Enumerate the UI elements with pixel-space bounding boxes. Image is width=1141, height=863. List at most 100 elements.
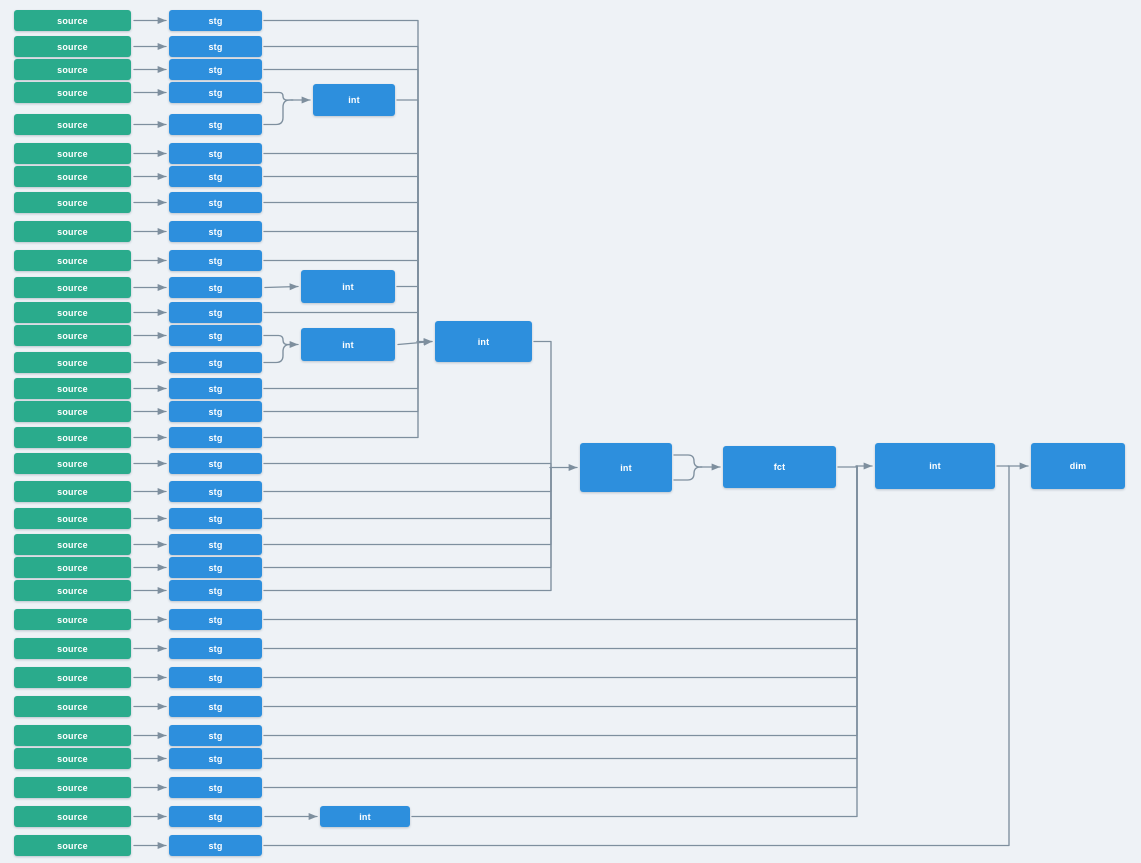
node-source-src13[interactable]: source: [14, 325, 131, 346]
node-stg-stg21[interactable]: stg: [169, 534, 262, 555]
node-stg-stg10[interactable]: stg: [169, 250, 262, 271]
node-label: source: [57, 226, 88, 237]
node-stg-stg8[interactable]: stg: [169, 192, 262, 213]
node-source-src3[interactable]: source: [14, 59, 131, 80]
node-source-src12[interactable]: source: [14, 302, 131, 323]
node-stg-stg1[interactable]: stg: [169, 10, 262, 31]
node-stg-stg25[interactable]: stg: [169, 638, 262, 659]
node-source-src19[interactable]: source: [14, 481, 131, 502]
node-stg-stg7[interactable]: stg: [169, 166, 262, 187]
node-stg-stg6[interactable]: stg: [169, 143, 262, 164]
node-int-int3[interactable]: int: [301, 328, 395, 361]
node-source-src31[interactable]: source: [14, 806, 131, 827]
node-label: source: [57, 330, 88, 341]
node-stg-stg20[interactable]: stg: [169, 508, 262, 529]
node-source-src10[interactable]: source: [14, 250, 131, 271]
node-label: stg: [208, 406, 223, 417]
edge-stg6-int4: [263, 152, 419, 343]
node-label: source: [57, 672, 88, 683]
node-source-src26[interactable]: source: [14, 667, 131, 688]
node-label: int: [929, 461, 941, 471]
node-source-src1[interactable]: source: [14, 10, 131, 31]
node-source-src30[interactable]: source: [14, 777, 131, 798]
node-label: stg: [208, 197, 223, 208]
node-source-src16[interactable]: source: [14, 401, 131, 422]
node-stg-stg18[interactable]: stg: [169, 453, 262, 474]
node-label: stg: [208, 614, 223, 625]
node-stg-stg16[interactable]: stg: [169, 401, 262, 422]
node-fct-fct1[interactable]: fct: [723, 446, 836, 488]
node-stg-stg5[interactable]: stg: [169, 114, 262, 135]
node-source-src32[interactable]: source: [14, 835, 131, 856]
node-source-src22[interactable]: source: [14, 557, 131, 578]
edge-stg7-int4: [263, 175, 419, 343]
edge-int3-int4: [397, 338, 433, 346]
node-stg-stg24[interactable]: stg: [169, 609, 262, 630]
node-source-src9[interactable]: source: [14, 221, 131, 242]
node-stg-stg2[interactable]: stg: [169, 36, 262, 57]
node-label: source: [57, 255, 88, 266]
node-stg-stg26[interactable]: stg: [169, 667, 262, 688]
node-source-src21[interactable]: source: [14, 534, 131, 555]
node-stg-stg30[interactable]: stg: [169, 777, 262, 798]
node-source-src25[interactable]: source: [14, 638, 131, 659]
node-stg-stg28[interactable]: stg: [169, 725, 262, 746]
node-label: int: [342, 281, 354, 292]
node-label: stg: [208, 357, 223, 368]
node-int-int1[interactable]: int: [313, 84, 395, 116]
node-label: source: [57, 148, 88, 159]
node-source-src5[interactable]: source: [14, 114, 131, 135]
node-stg-stg9[interactable]: stg: [169, 221, 262, 242]
node-stg-stg17[interactable]: stg: [169, 427, 262, 448]
node-source-src17[interactable]: source: [14, 427, 131, 448]
node-source-src8[interactable]: source: [14, 192, 131, 213]
node-source-src6[interactable]: source: [14, 143, 131, 164]
node-stg-stg31[interactable]: stg: [169, 806, 262, 827]
node-stg-stg3[interactable]: stg: [169, 59, 262, 80]
node-stg-stg11[interactable]: stg: [169, 277, 262, 298]
node-source-src29[interactable]: source: [14, 748, 131, 769]
node-stg-stg14[interactable]: stg: [169, 352, 262, 373]
edge-stg26-int6: [263, 465, 858, 679]
node-source-src14[interactable]: source: [14, 352, 131, 373]
edge-stg14-int3: [263, 343, 294, 364]
node-source-src27[interactable]: source: [14, 696, 131, 717]
node-source-src11[interactable]: source: [14, 277, 131, 298]
node-int-int5[interactable]: int: [580, 443, 672, 492]
node-stg-stg19[interactable]: stg: [169, 481, 262, 502]
node-label: source: [57, 119, 88, 130]
node-label: stg: [208, 486, 223, 497]
node-label: stg: [208, 458, 223, 469]
node-int-int6[interactable]: int: [875, 443, 995, 489]
node-source-src28[interactable]: source: [14, 725, 131, 746]
node-source-src24[interactable]: source: [14, 609, 131, 630]
node-label: source: [57, 730, 88, 741]
node-label: stg: [208, 330, 223, 341]
node-stg-stg15[interactable]: stg: [169, 378, 262, 399]
node-source-src23[interactable]: source: [14, 580, 131, 601]
edge-stg18-int5: [263, 462, 552, 469]
edge-stg29-int6: [263, 465, 858, 760]
node-label: source: [57, 585, 88, 596]
node-source-src4[interactable]: source: [14, 82, 131, 103]
node-stg-stg27[interactable]: stg: [169, 696, 262, 717]
node-stg-stg12[interactable]: stg: [169, 302, 262, 323]
node-stg-stg23[interactable]: stg: [169, 580, 262, 601]
node-int-int2[interactable]: int: [301, 270, 395, 303]
node-stg-stg32[interactable]: stg: [169, 835, 262, 856]
node-source-src15[interactable]: source: [14, 378, 131, 399]
node-source-src18[interactable]: source: [14, 453, 131, 474]
node-int-int4[interactable]: int: [435, 321, 532, 362]
node-source-src7[interactable]: source: [14, 166, 131, 187]
node-stg-stg22[interactable]: stg: [169, 557, 262, 578]
node-source-src2[interactable]: source: [14, 36, 131, 57]
node-source-src20[interactable]: source: [14, 508, 131, 529]
node-dim-dim1[interactable]: dim: [1031, 443, 1125, 489]
node-stg-stg29[interactable]: stg: [169, 748, 262, 769]
node-label: stg: [208, 282, 223, 293]
node-stg-stg4[interactable]: stg: [169, 82, 262, 103]
node-label: source: [57, 643, 88, 654]
node-int-int7[interactable]: int: [320, 806, 410, 827]
node-stg-stg13[interactable]: stg: [169, 325, 262, 346]
